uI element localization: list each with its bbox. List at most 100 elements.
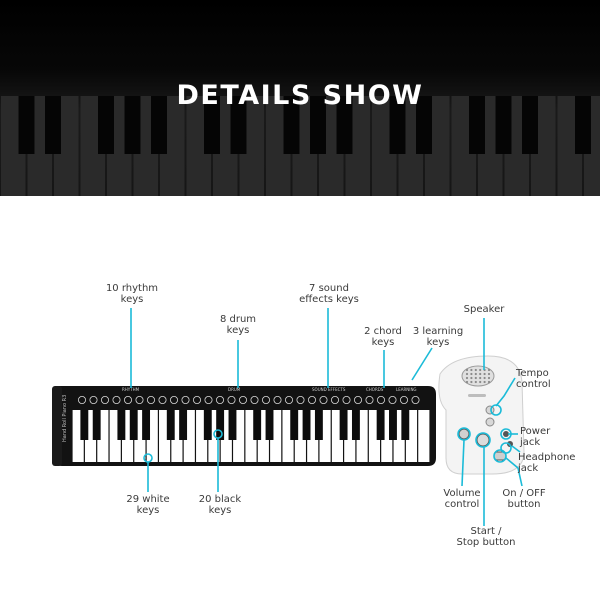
white-key[interactable] — [418, 410, 430, 462]
white-key[interactable] — [121, 410, 134, 462]
white-key[interactable] — [381, 410, 393, 462]
black-key[interactable] — [228, 410, 237, 440]
function-key[interactable] — [78, 395, 87, 404]
function-key[interactable] — [296, 395, 305, 404]
function-key[interactable] — [169, 395, 178, 404]
white-key[interactable] — [109, 410, 121, 462]
black-key[interactable] — [203, 410, 212, 440]
power-jack — [503, 431, 509, 437]
function-key[interactable] — [238, 395, 247, 404]
black-key[interactable] — [117, 410, 126, 440]
function-key[interactable] — [135, 395, 144, 404]
black-key[interactable] — [142, 410, 151, 440]
white-key[interactable] — [307, 410, 319, 462]
tempo-marker — [490, 404, 502, 416]
black-key[interactable] — [376, 410, 385, 440]
black-key[interactable] — [216, 410, 225, 440]
white-key[interactable] — [368, 410, 381, 462]
function-key[interactable] — [89, 395, 98, 404]
speaker-holes — [465, 368, 491, 384]
black-key[interactable] — [265, 410, 274, 440]
black-key[interactable] — [314, 410, 323, 440]
black-key[interactable] — [339, 410, 348, 440]
function-key[interactable] — [215, 395, 224, 404]
white-key[interactable] — [196, 410, 208, 462]
function-key[interactable] — [284, 395, 293, 404]
function-key[interactable] — [227, 395, 236, 404]
black-key[interactable] — [92, 410, 101, 440]
start-stop-marker — [475, 432, 491, 448]
function-key[interactable] — [365, 395, 374, 404]
black-key[interactable] — [179, 410, 188, 440]
function-key[interactable] — [399, 395, 408, 404]
side-label: Hand Roll Piano R3 — [62, 395, 68, 442]
speaker-hole — [465, 368, 469, 372]
callout-learning-keys: 3 learning keys — [406, 326, 470, 348]
white-key[interactable] — [282, 410, 294, 462]
piano-roll-end — [52, 386, 62, 466]
function-key[interactable] — [101, 395, 110, 404]
function-key[interactable] — [388, 395, 397, 404]
callout-text: 10 rhythm — [105, 283, 159, 294]
black-key[interactable] — [166, 410, 175, 440]
callout-text: 8 drum — [219, 314, 257, 325]
black-key[interactable] — [302, 410, 311, 440]
white-key[interactable] — [97, 410, 109, 462]
white-key[interactable] — [356, 410, 368, 462]
function-key[interactable] — [124, 395, 133, 404]
function-key[interactable] — [250, 395, 259, 404]
function-key[interactable] — [376, 395, 385, 404]
white-key[interactable] — [270, 410, 282, 462]
speaker-hole — [470, 368, 473, 372]
callout-on-off-button: On / OFF button — [494, 488, 554, 510]
white-key[interactable] — [183, 410, 195, 462]
white-key[interactable] — [344, 410, 356, 462]
function-key[interactable] — [158, 395, 167, 404]
volume-marker — [457, 427, 471, 441]
callout-text: 3 learning — [412, 326, 464, 337]
white-key[interactable] — [245, 410, 257, 462]
function-key[interactable] — [261, 395, 270, 404]
black-key[interactable] — [129, 410, 138, 440]
black-key[interactable] — [389, 410, 397, 440]
function-key[interactable] — [330, 395, 339, 404]
function-key[interactable] — [273, 395, 282, 404]
white-key[interactable] — [84, 410, 97, 462]
white-key[interactable] — [319, 410, 331, 462]
white-key[interactable] — [146, 410, 158, 462]
black-key[interactable] — [401, 410, 410, 440]
tempo-knob-2[interactable] — [485, 417, 495, 427]
white-key[interactable] — [72, 410, 84, 462]
function-key[interactable] — [181, 395, 190, 404]
callout-text: control — [516, 379, 551, 390]
function-key[interactable] — [204, 395, 213, 404]
function-key[interactable] — [411, 395, 420, 404]
function-key[interactable] — [342, 395, 351, 404]
function-key[interactable] — [353, 395, 362, 404]
start-stop-button[interactable] — [476, 433, 490, 447]
black-key[interactable] — [351, 410, 360, 440]
volume-knob[interactable] — [458, 428, 470, 440]
black-key[interactable] — [253, 410, 262, 440]
callout-black-keys: 20 black keys — [190, 494, 250, 516]
callout-text: control — [444, 499, 480, 510]
white-key[interactable] — [257, 410, 269, 462]
white-key[interactable] — [331, 410, 343, 462]
function-key[interactable] — [112, 395, 121, 404]
function-key[interactable] — [319, 395, 328, 404]
white-key[interactable] — [171, 410, 183, 462]
roll-up-piano-illustration: Hand Roll Piano R3 RHYTHM DRUM SOUND EFF… — [52, 308, 525, 526]
function-key[interactable] — [307, 395, 316, 404]
white-key[interactable] — [294, 410, 306, 462]
black-key[interactable] — [290, 410, 299, 440]
white-key[interactable] — [159, 410, 171, 462]
white-key[interactable] — [134, 410, 146, 462]
white-key[interactable] — [405, 410, 418, 462]
function-key[interactable] — [192, 395, 201, 404]
white-key[interactable] — [233, 410, 245, 462]
black-key[interactable] — [80, 410, 89, 440]
callout-text: keys — [120, 294, 144, 305]
white-key[interactable] — [393, 410, 405, 462]
function-key[interactable] — [146, 395, 155, 404]
white-key[interactable] — [220, 410, 232, 462]
